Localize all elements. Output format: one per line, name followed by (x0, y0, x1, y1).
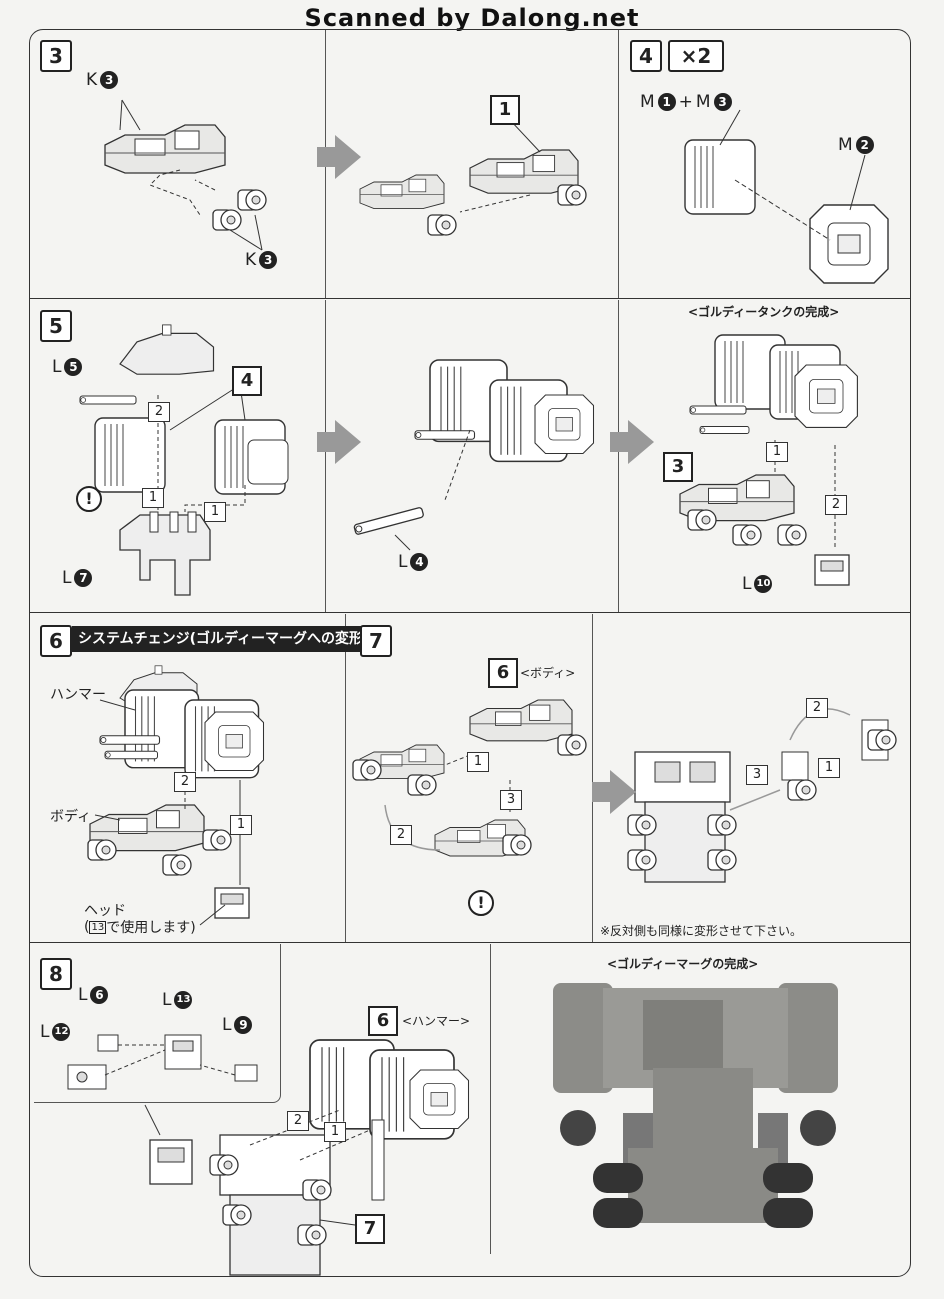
scan-credit: Scanned by Dalong.net (304, 4, 640, 32)
col-divider (592, 614, 593, 942)
step-7-number: 7 (360, 625, 392, 657)
sequence-marker: 1 (324, 1122, 346, 1142)
sequence-marker: 2 (148, 402, 170, 422)
sequence-marker: 1 (230, 815, 252, 835)
sequence-marker: 2 (174, 772, 196, 792)
label-hammer: ハンマー (50, 687, 106, 703)
part-ref-4: 4 (232, 366, 262, 396)
step-8-number: 8 (40, 958, 72, 990)
row-divider (30, 612, 910, 613)
part-ref-1: 1 (490, 95, 520, 125)
other-side-note: ※反対側も同様に変形させて下さい。 (600, 924, 803, 938)
sequence-marker: 1 (818, 758, 840, 778)
system-change-banner: システムチェンジ(ゴルディーマーグへの変形) (72, 626, 376, 652)
right-arrow-icon (592, 770, 636, 814)
row-divider (30, 298, 910, 299)
part-ref-3: 3 (663, 452, 693, 482)
sequence-marker: 2 (287, 1111, 309, 1131)
part-ref-body: 7 (355, 1214, 385, 1244)
caution-icon: ! (76, 486, 102, 512)
step-6-number: 6 (40, 625, 72, 657)
col-divider (618, 30, 619, 298)
completed-model-photo (548, 978, 848, 1248)
step-3-number: 3 (40, 40, 72, 72)
sequence-marker: 2 (825, 495, 847, 515)
col-divider (325, 300, 326, 612)
sequence-marker: 1 (204, 502, 226, 522)
goldymarg-complete-caption: <ゴルディーマーグの完成> (607, 957, 759, 971)
right-arrow-icon (317, 135, 361, 179)
col-divider (490, 944, 491, 1254)
part-ref-6: 6 (488, 658, 518, 688)
right-arrow-icon (317, 420, 361, 464)
hammer-caption: <ハンマー> (402, 1014, 471, 1028)
label-head: ヘッド (84, 903, 126, 919)
sequence-marker: 1 (766, 442, 788, 462)
tank-complete-caption: <ゴルディータンクの完成> (688, 305, 840, 319)
body-caption: <ボディ> (520, 666, 576, 680)
sequence-marker: 1 (142, 488, 164, 508)
sequence-marker: 2 (806, 698, 828, 718)
sequence-marker: 2 (390, 825, 412, 845)
step-5-number: 5 (40, 310, 72, 342)
label-body: ボディ (50, 809, 92, 825)
row-divider (30, 942, 910, 943)
sequence-marker: 3 (746, 765, 768, 785)
col-divider (345, 614, 346, 942)
caution-icon: ! (468, 890, 494, 916)
step-4-number: 4 (630, 40, 662, 72)
col-divider (618, 300, 619, 612)
sequence-marker: 1 (467, 752, 489, 772)
sequence-marker: 3 (500, 790, 522, 810)
subassembly-inset (34, 944, 281, 1103)
right-arrow-icon (610, 420, 654, 464)
instruction-frame (29, 29, 911, 1277)
part-ref-hammer: 6 (368, 1006, 398, 1036)
step-4-multiplier: ×2 (668, 40, 724, 72)
